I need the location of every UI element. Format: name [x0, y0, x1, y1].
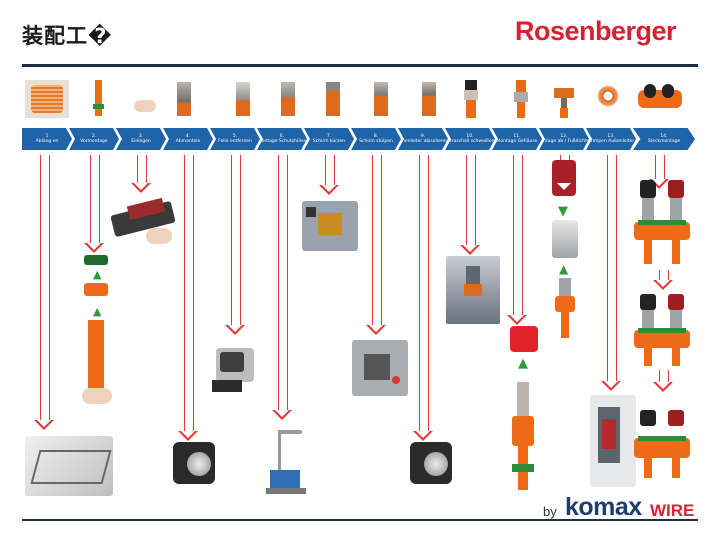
plug-step-2: [634, 294, 692, 368]
flow-arrow-11: [507, 155, 527, 325]
step-8[interactable]: 8.Schirm stülpen: [351, 128, 401, 150]
up-arrow-4: ▲: [559, 262, 569, 276]
flow-arrow-5: [225, 155, 245, 335]
up-arrow-1: ▲: [93, 268, 102, 281]
flow-arrow-1: [34, 155, 54, 430]
flow-arrow-14: [649, 155, 669, 189]
flow-arrow-7: [319, 155, 339, 195]
top-divider: [22, 64, 698, 67]
bottom-divider: [22, 519, 698, 521]
crimp-outer-image: [594, 80, 622, 118]
cutting-machine-image: [25, 436, 113, 496]
inner-strip-image: [418, 80, 440, 118]
sensor-lens-image-2: [410, 442, 452, 484]
flow-arrow-8: [366, 155, 386, 335]
fold-machine-image: [348, 336, 412, 400]
step-9[interactable]: 9.Innenleiter abisolieren: [398, 128, 448, 150]
weld-closeup-image: [446, 256, 500, 324]
footer-by: by: [543, 504, 557, 519]
contact-pin-assembly: [553, 278, 577, 344]
step-10[interactable]: 10.Ultraschall schweißen: [445, 128, 495, 150]
seal-cap-orange: [84, 283, 108, 296]
flow-arrow-3: [131, 155, 151, 193]
crimp-machine-image: [588, 395, 638, 491]
sequence-arrow-2: [653, 370, 673, 392]
step-7[interactable]: 7.Schirm kürzen: [304, 128, 354, 150]
step-12[interactable]: 12.Montage ab / Fußdichter: [539, 128, 589, 150]
cable-pre-assembly-image: [88, 80, 108, 118]
clamp-fixture-image: [110, 196, 178, 246]
step-11[interactable]: 11.Montage Gehäuse: [492, 128, 542, 150]
flow-arrow-2: [84, 155, 104, 253]
up-arrow-3: ▲: [518, 356, 528, 371]
flow-arrow-9: [413, 155, 433, 441]
housing-silver: [552, 220, 578, 258]
step-14[interactable]: 14.Steckmontage: [633, 128, 695, 150]
housing-cable: [508, 382, 538, 490]
step-4[interactable]: 4.Abmantele: [163, 128, 213, 150]
stand-fixture-image: [262, 430, 310, 498]
shield-cut-image: [322, 80, 344, 118]
page-title: 装配工�: [22, 24, 113, 48]
step-13[interactable]: 13.Crimpen Außenleiter: [586, 128, 636, 150]
strip-jacket-image: [173, 80, 195, 118]
housing-cap-red: [510, 326, 538, 352]
laser-unit-image: [212, 346, 258, 396]
sequence-arrow-1: [653, 270, 673, 290]
flow-arrow-6: [272, 155, 292, 420]
cable-reel-image: [25, 80, 69, 118]
hand-image: [82, 388, 112, 404]
down-arrow-green: ▼: [558, 204, 568, 219]
seal-cap-dark-red: [552, 160, 576, 196]
shield-tool-image: [300, 195, 366, 257]
seal-ring-green: [84, 255, 108, 265]
rosenberger-logo: Rosenberger: [515, 16, 677, 46]
plug-step-1: [634, 180, 692, 266]
sleeve-mount-image: [277, 80, 299, 118]
housing-mount-image: [508, 80, 534, 118]
sensor-lens-image-1: [173, 442, 215, 484]
step-6[interactable]: 6.Montage Schutzhülse: [257, 128, 307, 150]
step-3[interactable]: 3.Einlegen: [116, 128, 166, 150]
orange-cable: [88, 320, 104, 392]
step-5[interactable]: 5.Folie entfernen: [210, 128, 260, 150]
flow-arrow-4: [178, 155, 198, 441]
hand-insert-image: [132, 80, 158, 118]
remove-foil-image: [232, 80, 254, 118]
shield-fold-image: [370, 80, 392, 118]
plug-step-3: [634, 410, 692, 480]
step-2[interactable]: 2.Vormontage: [69, 128, 119, 150]
flow-arrow-13: [601, 155, 621, 391]
wire-logo: WIRE: [650, 501, 695, 520]
plug-assembly-image: [636, 80, 686, 118]
seal-mount-image: [551, 80, 577, 118]
flow-arrow-10: [460, 155, 480, 255]
komax-logo: komax: [565, 493, 642, 521]
up-arrow-2: ▲: [93, 305, 102, 318]
ultrasonic-weld-image: [460, 80, 482, 118]
